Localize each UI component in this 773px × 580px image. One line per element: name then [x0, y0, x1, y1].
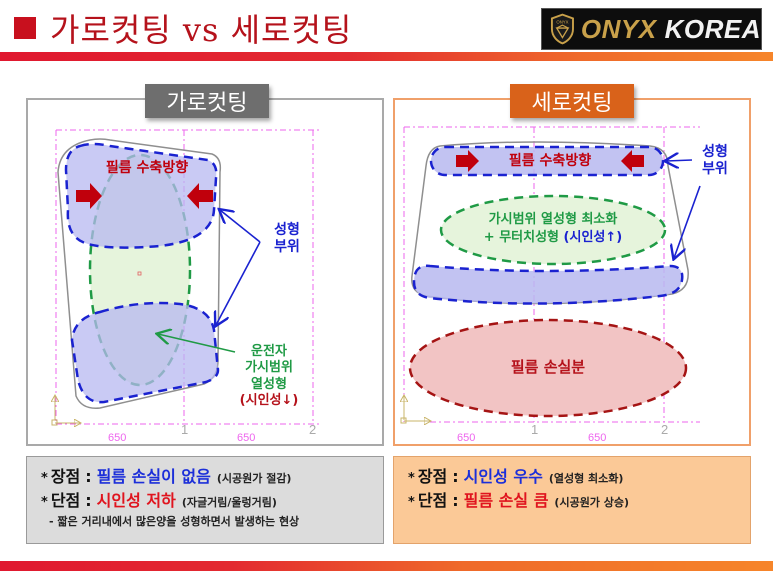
- page-title-text: 가로컷팅 vs 세로컷팅: [50, 11, 353, 49]
- right-film-loss-label: 필름 손실분: [510, 358, 586, 376]
- right-pros-key: 장점: [417, 467, 448, 486]
- left-shaping-label-line1: 성형: [274, 222, 300, 238]
- left-pros-key: 장점: [50, 467, 81, 486]
- svg-text:ONYX: ONYX: [556, 19, 568, 24]
- left-visibility-label-line4: (시인성↓): [239, 392, 299, 408]
- bullet-star: *: [41, 471, 48, 486]
- horizontal-cut-tag: 가로컷팅: [145, 84, 269, 118]
- logo-suffix-text: KOREA: [664, 13, 761, 44]
- left-visibility-label-line1: 운전자: [251, 344, 287, 359]
- right-cons-key: 단점: [417, 491, 448, 510]
- right-shaping-label: 성형 부위: [692, 144, 738, 178]
- right-pros-value: 시인성 우수: [463, 467, 543, 486]
- right-grid-number-1: 1: [531, 422, 539, 437]
- left-dimension-1: 650: [108, 432, 127, 444]
- left-pros-value: 필름 손실이 없음: [96, 467, 211, 486]
- left-visibility-label-line3: 열성형: [251, 376, 287, 392]
- right-cons-line: * 단점 : 필름 손실 큼 (시공원가 상승): [408, 487, 750, 511]
- separator: :: [452, 491, 459, 510]
- left-dimension-2: 650: [237, 432, 256, 444]
- vertical-cut-summary: * 장점 : 시인성 우수 (열성형 최소화) * 단점 : 필름 손실 큼 (…: [393, 456, 751, 544]
- right-shrink-direction-label: 필름 수축방향: [508, 153, 592, 169]
- right-shaping-label-line1: 성형: [702, 144, 728, 160]
- left-cons-key: 단점: [50, 491, 81, 510]
- onyx-korea-logo: ONYX ONYX KOREA: [541, 8, 762, 50]
- title-bullet-icon: [14, 17, 36, 39]
- right-shaping-label-line2: 부위: [702, 160, 728, 177]
- left-grid-number-2: 2: [309, 422, 317, 437]
- header-divider-bar: [0, 52, 773, 61]
- left-shaping-label-line2: 부위: [274, 238, 300, 255]
- right-center-label: 가시범위 열성형 최소화 + 무터치성형 (시인성↑): [445, 211, 661, 246]
- left-cons-value: 시인성 저하: [96, 491, 176, 510]
- right-center-label-line1: 가시범위 열성형 최소화: [488, 212, 618, 227]
- right-pros-line: * 장점 : 시인성 우수 (열성형 최소화): [408, 463, 750, 487]
- right-center-label-suffix: (시인성↑): [563, 229, 623, 245]
- left-cons-line: * 단점 : 시인성 저하 (자글거림/울렁거림): [41, 487, 383, 511]
- logo-brand-text: ONYX: [580, 13, 657, 44]
- bullet-star: *: [41, 495, 48, 510]
- left-pros-line: * 장점 : 필름 손실이 없음 (시공원가 절감): [41, 463, 383, 487]
- right-cons-value: 필름 손실 큼: [463, 491, 549, 510]
- right-center-label-prefix: + 무터치성형: [483, 229, 560, 245]
- right-cons-note: (시공원가 상승): [554, 496, 630, 509]
- left-cons-note: (자글거림/울렁거림): [181, 496, 277, 509]
- left-pros-note: (시공원가 절감): [216, 472, 292, 485]
- right-dimension-2: 650: [588, 432, 607, 444]
- left-shaping-label: 성형 부위: [262, 222, 312, 256]
- left-grid-number-1: 1: [181, 422, 189, 437]
- horizontal-cut-panel: [26, 98, 384, 446]
- horizontal-cut-summary: * 장점 : 필름 손실이 없음 (시공원가 절감) * 단점 : 시인성 저하…: [26, 456, 384, 544]
- separator: :: [85, 467, 92, 486]
- page-title: 가로컷팅 vs 세로컷팅: [14, 6, 352, 50]
- vertical-cut-tag: 세로컷팅: [510, 84, 634, 118]
- left-cons-sub-note: - 짧은 거리내에서 많은양을 성형하면서 발생하는 현상: [49, 515, 300, 528]
- right-grid-number-2: 2: [661, 422, 669, 437]
- separator: :: [452, 467, 459, 486]
- left-visibility-label: 운전자 가시범위 열성형 (시인성↓): [233, 344, 305, 409]
- footer-divider-bar: [0, 561, 773, 571]
- left-visibility-label-line2: 가시범위: [245, 360, 293, 376]
- bullet-star: *: [408, 495, 415, 510]
- shield-badge-icon: ONYX: [550, 13, 574, 45]
- bullet-star: *: [408, 471, 415, 486]
- right-center-label-line2: + 무터치성형 (시인성↑): [445, 229, 661, 247]
- separator: :: [85, 491, 92, 510]
- left-shrink-direction-label: 필름 수축방향: [105, 160, 189, 176]
- right-dimension-1: 650: [457, 432, 476, 444]
- right-pros-note: (열성형 최소화): [548, 472, 624, 485]
